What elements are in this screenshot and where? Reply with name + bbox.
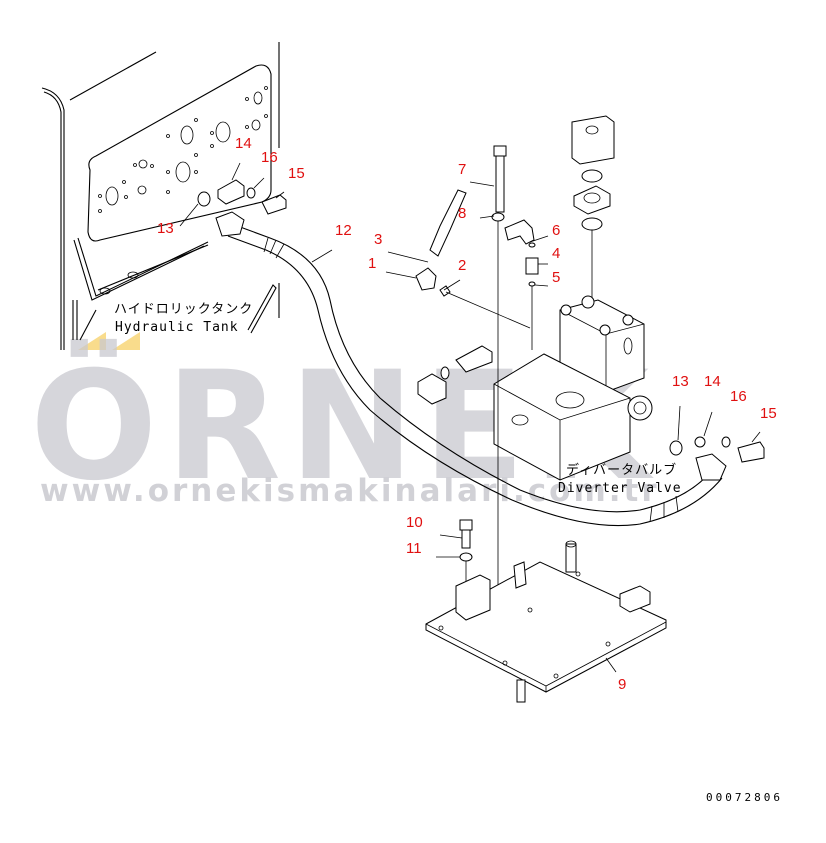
hydraulic-tank-label-en: Hydraulic Tank: [115, 320, 239, 335]
callout-13-valve: 13: [672, 373, 689, 390]
callout-5: 5: [552, 269, 560, 286]
callout-12: 12: [335, 222, 352, 239]
callout-16-tank: 16: [261, 149, 278, 166]
callout-11: 11: [406, 540, 422, 557]
document-number: 00072806: [706, 791, 783, 804]
callout-14-tank: 14: [235, 135, 252, 152]
watermark-umlaut-right: [112, 332, 140, 350]
tank-fittings: [197, 179, 287, 237]
callout-8: 8: [458, 205, 466, 222]
callout-1: 1: [368, 255, 376, 272]
callout-14-valve: 14: [704, 373, 721, 390]
callout-9: 9: [618, 676, 626, 693]
callout-10: 10: [406, 514, 423, 531]
diverter-valve-label-jp: ディバータバルブ: [566, 462, 677, 478]
hose-12: [227, 223, 723, 527]
callout-15-tank: 15: [288, 165, 305, 182]
callout-7: 7: [458, 161, 466, 178]
leader-lines: [179, 162, 761, 673]
watermark-url: www.ornekismakinalari.com.tr: [40, 473, 660, 509]
callout-13-tank: 13: [157, 220, 174, 237]
callouts: 1 2 3 4 5 6 7 8 9 10 11 12 13 14 16 15 1…: [157, 135, 777, 693]
watermark-umlaut-left: [78, 332, 106, 350]
callout-16-valve: 16: [730, 388, 747, 405]
callout-4: 4: [552, 245, 560, 262]
hydraulic-tank-label-jp: ハイドロリックタンク: [114, 302, 253, 317]
part-labels: ハイドロリックタンク Hydraulic Tank ディバータバルブ Diver…: [114, 302, 682, 496]
diverter-valve: [493, 115, 653, 481]
callout-6: 6: [552, 222, 560, 239]
diverter-valve-label-en: Diverter Valve: [558, 481, 682, 496]
hydraulic-tank: [41, 42, 280, 350]
callout-3: 3: [374, 231, 382, 248]
callout-2: 2: [458, 257, 466, 274]
callout-15-valve: 15: [760, 405, 777, 422]
flange-bolt-holes: [98, 86, 268, 213]
mounting-plate-9: [425, 540, 667, 703]
